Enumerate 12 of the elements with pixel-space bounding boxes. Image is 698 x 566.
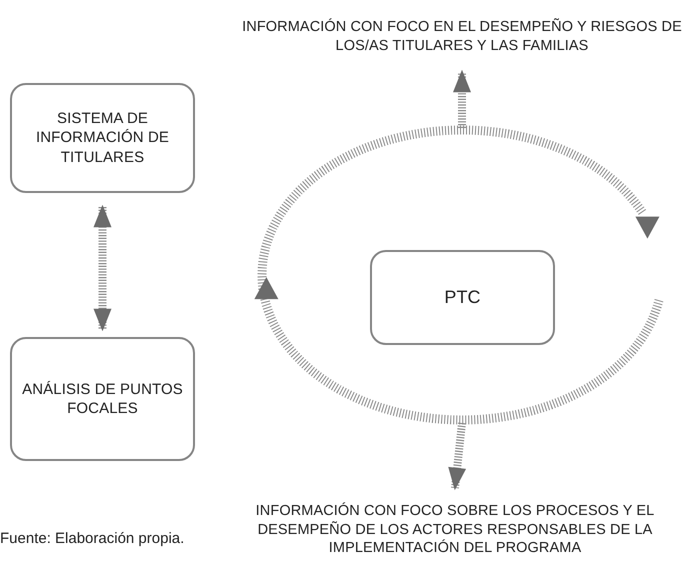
- arrow: [453, 70, 471, 128]
- box-label: SISTEMA DE INFORMACIÓN DE TITULARES: [34, 108, 170, 168]
- process-box: [10, 83, 195, 193]
- arrow: [448, 422, 466, 490]
- process-box: [370, 250, 555, 345]
- source-caption: Fuente: Elaboración propia.: [0, 530, 184, 547]
- info-text: INFORMACIÓN CON FOCO SOBRE LOS PROCESOS Y EL DESEMPEÑO DE LOS ACTORES RESPONSABLES DE LA IMPLEMENTACIÓN DEL PROGRAMA: [254, 502, 656, 558]
- info-text: INFORMACIÓN CON FOCO EN EL DESEMPEÑO Y RIESGOS DE LOS/AS TITULARES Y LAS FAMILIAS: [241, 18, 683, 56]
- box-label: ANÁLISIS DE PUNTOS FOCALES: [21, 380, 184, 418]
- box-label: PTC: [444, 286, 481, 309]
- arrow: [94, 204, 112, 332]
- process-box: [10, 337, 195, 461]
